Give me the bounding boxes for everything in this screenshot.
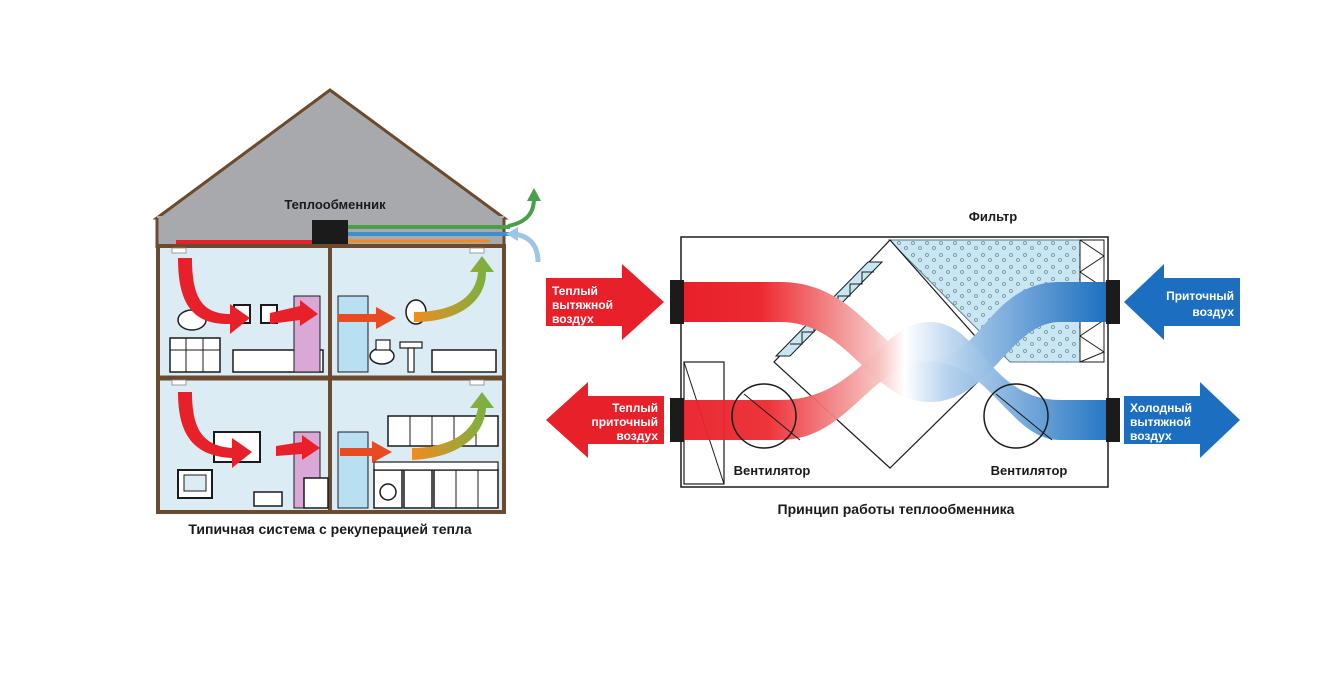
outlet-arrow-green: [507, 197, 536, 228]
cap-left-top: [670, 280, 684, 324]
heat-exchanger-unit: [312, 220, 348, 244]
arrow-supply: Приточный воздух: [1124, 264, 1240, 340]
svg-text:воздух: воздух: [552, 312, 594, 326]
transfer-arrow-lower-1: [276, 435, 320, 460]
svg-text:Холодный: Холодный: [1130, 401, 1192, 415]
svg-text:вытяжной: вытяжной: [552, 298, 613, 312]
svg-text:воздух: воздух: [1192, 305, 1234, 319]
fan-left-icon: [731, 383, 801, 449]
arrow-warm-supply: Теплый приточный воздух: [546, 382, 664, 458]
extract-curl-upper-icon: [414, 256, 494, 322]
svg-text:Теплый: Теплый: [612, 401, 658, 415]
cap-right-bottom: [1106, 398, 1120, 442]
cap-left-bottom: [670, 398, 684, 442]
supply-curl-lower-icon: [178, 392, 252, 468]
kitchen-furniture: [337, 415, 499, 509]
transfer-arrow-upper-1: [270, 300, 318, 326]
fan-right-label: Вентилятор: [991, 463, 1068, 478]
svg-text:Теплый: Теплый: [552, 284, 598, 298]
house-caption: Типичная система с рекуперацией тепла: [188, 521, 471, 537]
svg-text:воздух: воздух: [1130, 429, 1172, 443]
arrow-cold-exhaust: Холодный вытяжной воздух: [1124, 382, 1240, 458]
exchanger-diagram: Фильтр Вентилятор Вентилятор: [546, 209, 1240, 517]
supply-curl-upper-icon: [178, 258, 250, 334]
duct-bottom-flow: [684, 322, 1108, 440]
fan-left-label: Вентилятор: [734, 463, 811, 478]
fan-right-icon: [983, 383, 1053, 449]
svg-text:вытяжной: вытяжной: [1130, 415, 1191, 429]
filter-label: Фильтр: [969, 209, 1018, 224]
cap-right-top: [1106, 280, 1120, 324]
bathroom-furniture: [337, 295, 497, 373]
transfer-arrow-upper-2: [338, 307, 396, 329]
house-illustration: Теплообменник: [152, 88, 541, 537]
arrow-warm-exhaust: Теплый вытяжной воздух: [546, 264, 664, 340]
duct-top-flow: [684, 282, 1108, 402]
house-airflow: [178, 256, 494, 468]
transfer-arrow-lower-2: [340, 441, 392, 463]
exchanger-caption: Принцип работы теплообменника: [778, 501, 1015, 517]
house-exchanger-label: Теплообменник: [284, 197, 386, 212]
extract-curl-lower-icon: [412, 392, 494, 460]
svg-text:воздух: воздух: [616, 429, 658, 443]
svg-text:приточный: приточный: [591, 415, 658, 429]
svg-text:Приточный: Приточный: [1166, 289, 1234, 303]
